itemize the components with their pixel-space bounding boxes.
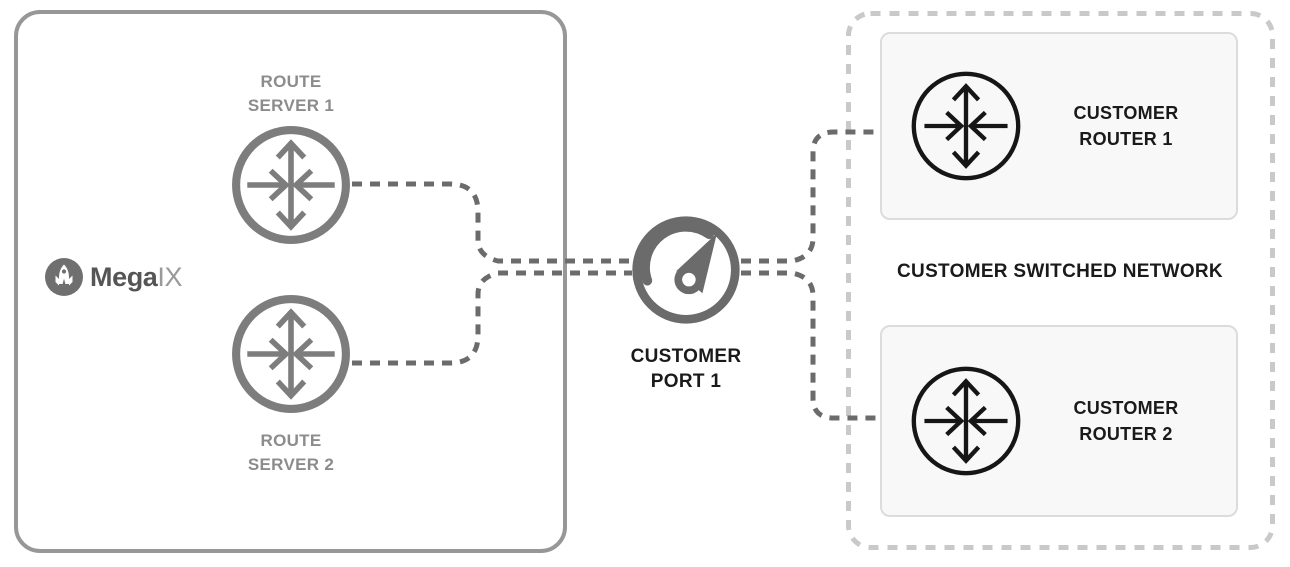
router-icon xyxy=(908,68,1024,184)
brand-name: MegaIX xyxy=(90,258,183,296)
customer-router-2-label: CUSTOMER ROUTER 2 xyxy=(1073,398,1179,444)
router-icon xyxy=(908,363,1024,479)
gauge-icon xyxy=(632,216,740,324)
customer-port-1: CUSTOMER PORT 1 xyxy=(596,212,776,394)
customer-router-1: CUSTOMER ROUTER 1 xyxy=(880,32,1238,220)
route-server-2-label: ROUTE SERVER 2 xyxy=(247,431,335,474)
rocket-icon xyxy=(45,258,83,296)
customer-network-title: CUSTOMER SWITCHED NETWORK xyxy=(897,261,1223,282)
route-server-2: ROUTE SERVER 2 xyxy=(206,293,376,477)
customer-router-1-label: CUSTOMER ROUTER 1 xyxy=(1073,103,1179,149)
customer-router-2: CUSTOMER ROUTER 2 xyxy=(880,325,1238,517)
route-server-1-label: ROUTE SERVER 1 xyxy=(247,72,335,115)
customer-port-1-label: CUSTOMER PORT 1 xyxy=(630,346,742,392)
brand-logo: MegaIX xyxy=(45,258,183,296)
route-server-1: ROUTE SERVER 1 xyxy=(206,70,376,246)
brand-name-secondary: IX xyxy=(157,262,183,292)
router-icon xyxy=(230,124,352,246)
brand-name-primary: Mega xyxy=(90,262,158,292)
router-icon xyxy=(230,293,352,415)
